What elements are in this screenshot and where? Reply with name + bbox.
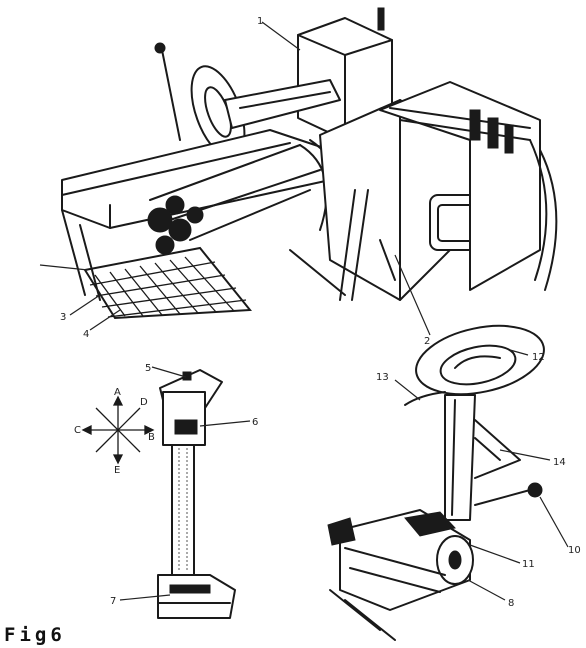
joystick-band	[174, 419, 198, 435]
callout-2: 2	[424, 336, 430, 347]
callout-11: 11	[522, 559, 535, 570]
callout-3: 3	[60, 312, 66, 323]
direction-letter-a: A	[114, 387, 121, 398]
leader-lines-joystick	[119, 366, 251, 601]
callout-14: 14	[553, 457, 566, 468]
joystick-body	[162, 391, 206, 446]
figure-caption: Fig6	[4, 624, 66, 646]
floor-grating	[83, 246, 252, 320]
callout-4: 4	[83, 329, 89, 340]
direction-letter-e: E	[114, 465, 120, 476]
adjust-lever	[474, 489, 531, 506]
callout-10: 10	[568, 545, 581, 556]
direction-letter-b: B	[148, 432, 155, 443]
direction-arrows	[81, 395, 155, 465]
seat-column	[444, 394, 476, 521]
callout-12: 12	[532, 352, 545, 363]
seat-mechanism	[339, 509, 471, 611]
leader-lines-seat	[394, 349, 569, 601]
callout-5: 5	[145, 363, 151, 374]
joystick-detail	[81, 369, 236, 619]
joystick-shaft	[171, 444, 195, 576]
steering-column	[224, 79, 341, 129]
callout-8: 8	[508, 598, 514, 609]
joystick-base	[157, 574, 236, 619]
callout-6: 6	[252, 417, 258, 428]
leader-lines-top	[39, 21, 431, 336]
armrest-lever	[404, 391, 446, 406]
lever	[161, 49, 181, 141]
seat-assembly	[327, 324, 545, 641]
callout-7: 7	[110, 596, 116, 607]
seat-bracket	[474, 419, 521, 479]
direction-letter-c: C	[74, 425, 81, 436]
callout-1: 1	[257, 16, 263, 27]
hose	[539, 149, 558, 291]
hydraulic-cylinder	[339, 189, 356, 301]
machine-overview	[61, 7, 558, 320]
direction-letter-d: D	[140, 397, 148, 408]
gear-cluster	[147, 195, 204, 255]
callout-13: 13	[376, 372, 389, 383]
